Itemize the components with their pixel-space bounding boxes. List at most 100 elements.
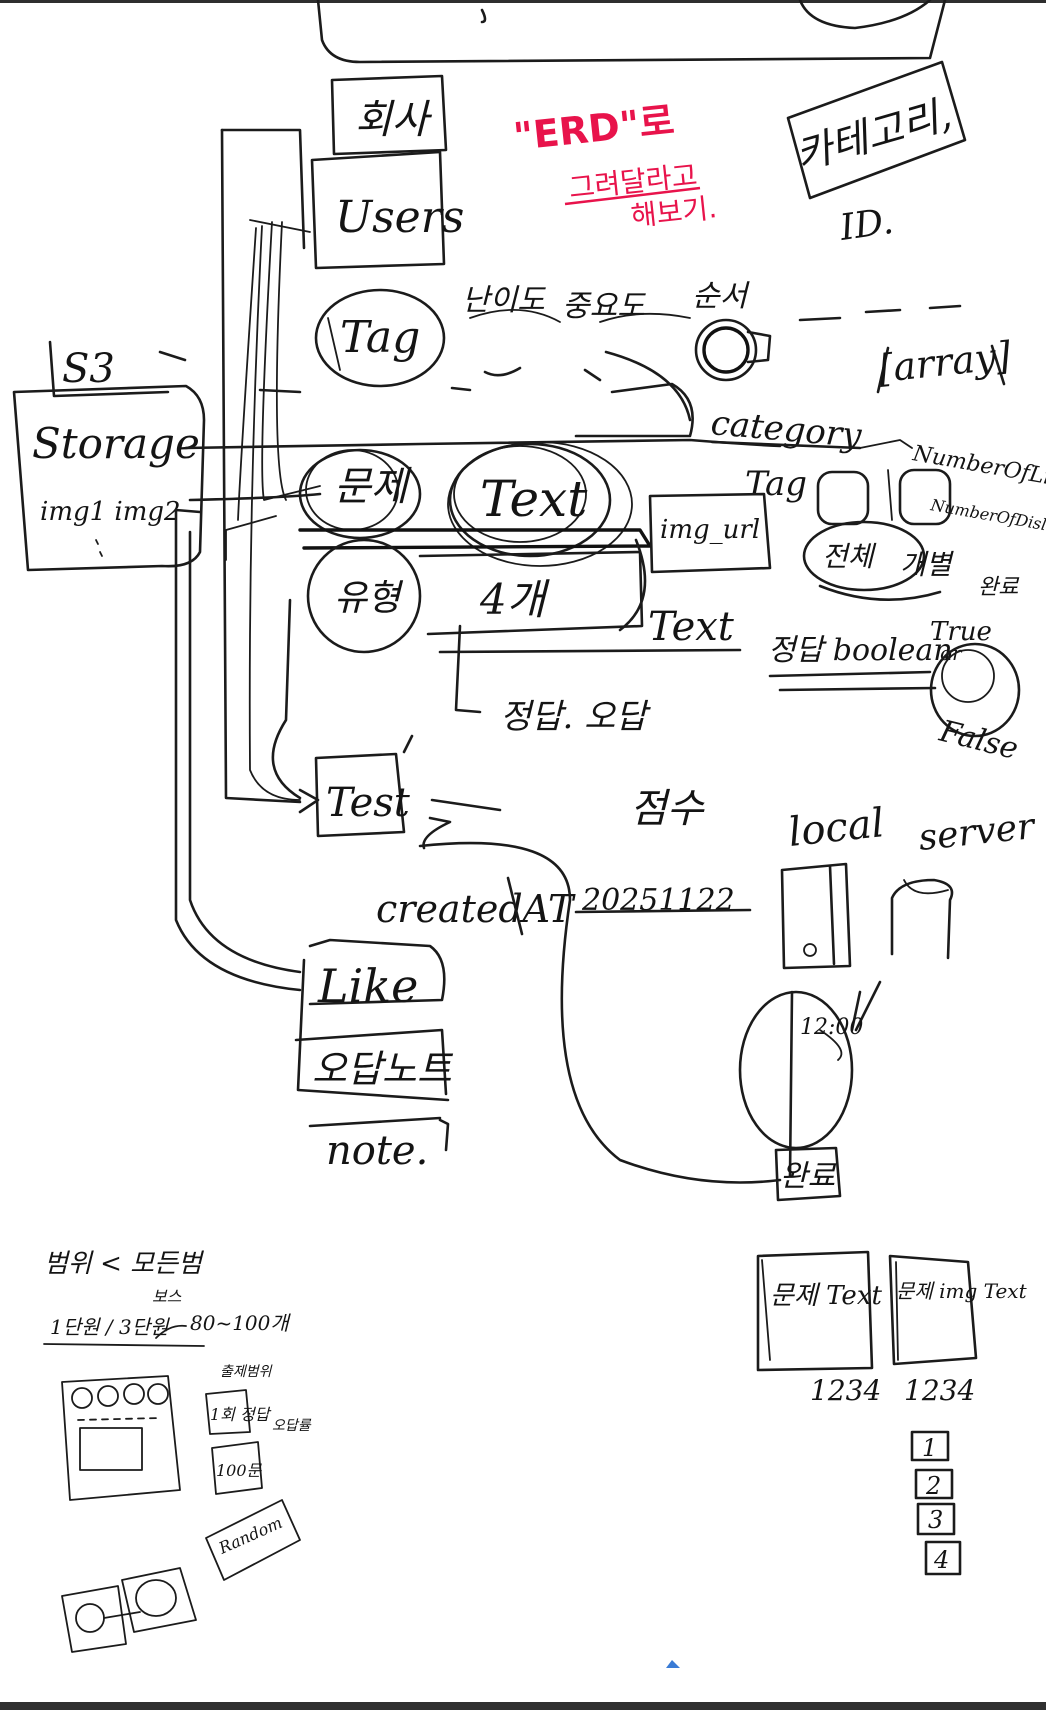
sketch-card-2-label: 100문 xyxy=(216,1461,263,1480)
img-url-box xyxy=(648,492,772,574)
true-label: True xyxy=(930,617,992,647)
note-divider xyxy=(308,1116,442,1128)
tag-field: Tag xyxy=(745,464,807,504)
sketch-note-chapters: 1단원 / 3단원 xyxy=(50,1315,170,1339)
connector-users-d xyxy=(275,221,287,501)
category-id-label: ID. xyxy=(837,201,896,249)
answer-to-test xyxy=(271,598,302,800)
option-box-1 xyxy=(910,1430,950,1462)
connector-users-a xyxy=(237,219,311,521)
sketch-note-boss: 보스 xyxy=(152,1287,182,1306)
category-box xyxy=(786,60,967,200)
problem-img-label: 문제 img Text xyxy=(896,1279,1028,1303)
correct-bool-label: 정답 boolean xyxy=(768,633,953,668)
window-bottom-edge xyxy=(0,1702,1046,1710)
s3-bracket xyxy=(48,340,170,398)
created-at-divider xyxy=(506,876,524,936)
problem-text-box-edge xyxy=(761,1259,771,1361)
problem-img-box-edge xyxy=(895,1261,899,1361)
complete-box xyxy=(774,1146,842,1202)
order-node-box xyxy=(746,330,772,364)
number-of-dislike-label: NumberOfDislike xyxy=(928,495,1046,538)
sketch-dot-1 xyxy=(71,1387,93,1409)
sketch-square-1 xyxy=(61,1585,127,1653)
sketch-phone xyxy=(61,1375,181,1501)
sketch-note-count: 80~100개 xyxy=(190,1311,291,1335)
sketch-dot-3 xyxy=(123,1383,145,1405)
like-node-divider xyxy=(887,469,893,521)
like-label: Like xyxy=(317,959,418,1013)
text-circle-outer xyxy=(447,441,633,567)
dash-row xyxy=(798,304,962,322)
array-label: [array] xyxy=(876,333,1013,391)
text-circle-inner xyxy=(453,445,587,543)
option-box-3-label: 3 xyxy=(928,1506,943,1534)
text-loop-top xyxy=(574,382,694,438)
nums-b-label: 1234 xyxy=(904,1374,975,1407)
local-label: local xyxy=(786,800,886,856)
correct-bracket xyxy=(454,624,482,714)
problem-text-link xyxy=(298,528,652,550)
tag-label: Tag xyxy=(340,312,420,363)
connector-storage-img xyxy=(188,492,322,502)
problem-img-box xyxy=(888,1254,978,1366)
text-circle xyxy=(448,442,612,558)
option-box-4-label: 4 xyxy=(933,1546,949,1574)
s3-label: S3 xyxy=(62,346,115,392)
s3-arrow xyxy=(158,350,187,362)
connector-left-trunk xyxy=(220,128,302,804)
four-count-label: 4개 xyxy=(479,575,550,624)
test-tick xyxy=(402,734,414,754)
sketch-circle-2 xyxy=(135,1579,177,1617)
server-label: server xyxy=(917,806,1038,859)
sketch-card-1-label: 1회 정답 xyxy=(210,1405,272,1424)
top-right-partial xyxy=(798,0,932,30)
storage-box xyxy=(12,384,206,572)
img-url-label: img_url xyxy=(660,515,760,545)
time-label: 12:00 xyxy=(800,1015,863,1040)
connector-storage-like-b xyxy=(188,530,302,974)
local-device-button xyxy=(803,943,817,957)
storage-dots xyxy=(95,539,103,557)
text-loop-order xyxy=(604,350,692,422)
storage-label: Storage xyxy=(32,419,200,468)
window-top-edge xyxy=(0,0,1046,3)
importance-label: 중요도 xyxy=(562,289,646,324)
number-of-like-label: NumberOfLike xyxy=(910,441,1046,495)
total-underline xyxy=(818,584,942,602)
top-partial-box xyxy=(316,0,947,64)
note-tick xyxy=(438,1118,450,1152)
total-individual-oval xyxy=(802,520,926,592)
sketch-square-2 xyxy=(121,1567,197,1633)
local-device-edge xyxy=(828,864,836,966)
sketch-dash-line xyxy=(77,1417,161,1421)
score-label: 점수 xyxy=(630,786,705,832)
order-node xyxy=(702,326,750,374)
complete-label: 완료 xyxy=(780,1159,837,1194)
server-device xyxy=(890,878,954,960)
timer-line xyxy=(788,990,794,1178)
option-box-3 xyxy=(916,1502,956,1536)
total-label: 전체 xyxy=(822,540,877,573)
answer-return xyxy=(618,538,647,632)
tag-circle xyxy=(314,288,446,388)
sketch-link xyxy=(103,1611,141,1619)
sketch-card-3-label: Random xyxy=(215,1513,285,1558)
sketch-dot-4 xyxy=(147,1383,169,1405)
wrong-note-label: 오답노트 xyxy=(312,1047,454,1091)
sketch-card-1 xyxy=(205,1389,251,1435)
company-box xyxy=(330,74,448,156)
connector-users-c xyxy=(261,221,321,501)
like-node-1 xyxy=(816,470,870,526)
false-circle-inner xyxy=(941,649,995,703)
tag-dashes xyxy=(258,386,472,394)
sketch-note-range: 출제범위 xyxy=(220,1364,273,1380)
connector-users-b xyxy=(248,225,301,801)
test-arrowhead xyxy=(298,788,320,814)
like-bracket xyxy=(296,958,450,1102)
option-box-1-label: 1 xyxy=(922,1434,937,1462)
bool-underline xyxy=(768,670,937,692)
erd-annotation-line1: "ERD"로 xyxy=(511,98,676,159)
text-label: Text xyxy=(480,470,588,528)
